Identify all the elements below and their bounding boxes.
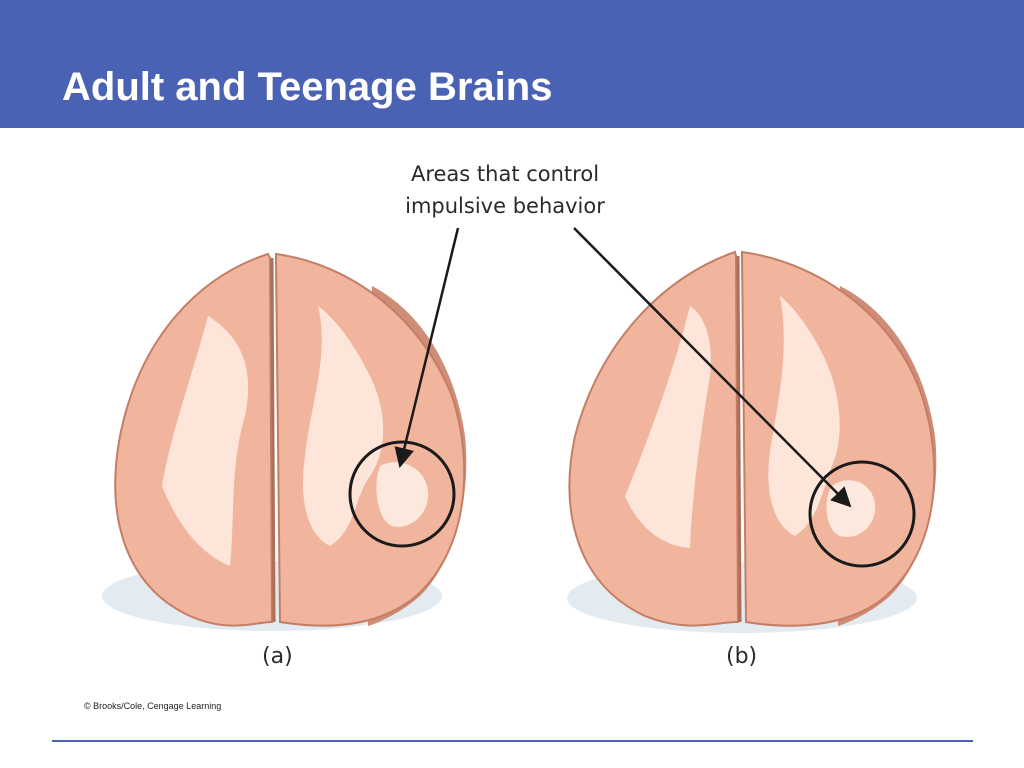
slide-title: Adult and Teenage Brains (62, 65, 553, 109)
title-bar: Adult and Teenage Brains (0, 0, 1024, 128)
adult-brain-a (102, 252, 467, 631)
callout-line-2: impulsive behavior (405, 194, 605, 218)
pointer-arrow-a (394, 227, 460, 468)
pointer-arrow-b (573, 227, 852, 508)
teenage-brain-b (567, 250, 937, 633)
callout-line-1: Areas that control (410, 162, 600, 186)
footer-divider (52, 740, 973, 742)
copyright-credit: © Brooks/Cole, Cengage Learning (84, 701, 222, 711)
brain-figure: Areas that control impulsive behavior (a… (80, 136, 956, 716)
brain-illustration (102, 227, 937, 633)
callout-label: Areas that control impulsive behavior (80, 158, 956, 222)
label-a: (a) (262, 644, 293, 669)
label-b: (b) (726, 644, 758, 669)
